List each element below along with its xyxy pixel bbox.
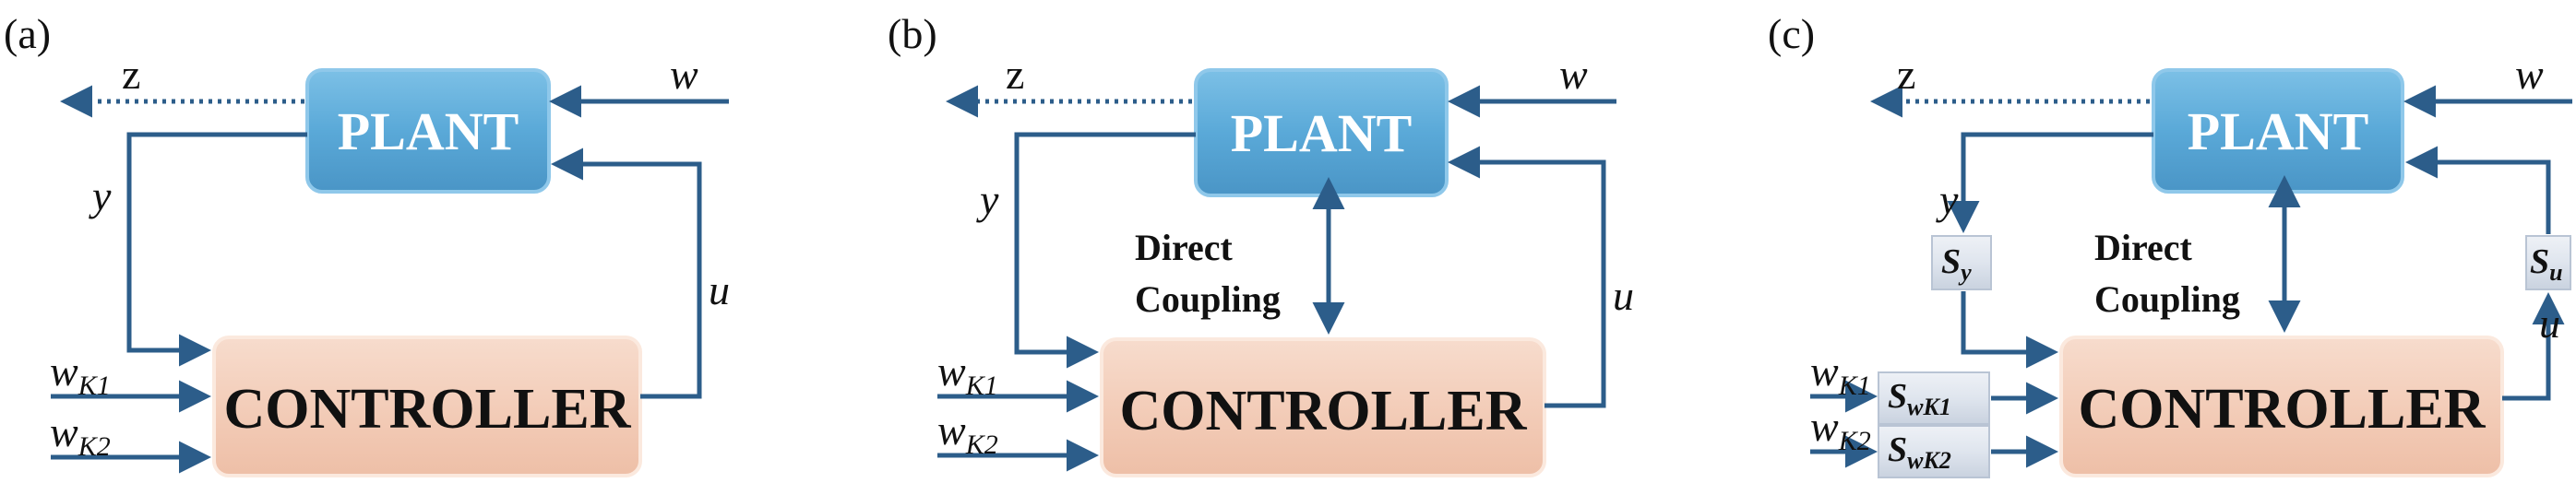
plant-label: PLANT	[338, 101, 519, 161]
swk2-label: SwK2	[1888, 430, 1951, 474]
y-label: y	[89, 172, 112, 219]
controller-block: CONTROLLER	[1100, 337, 1546, 477]
panel-c: (c) PLANT CONTROLLER Sy Su SwK1 SwK2	[1768, 10, 2572, 478]
y-to-sy-wire	[1947, 132, 2153, 233]
wk1-label: wK1	[937, 348, 998, 401]
wk2-label: wK2	[50, 408, 111, 462]
scaling-block-swk2: SwK2	[1878, 425, 1990, 478]
controller-block: CONTROLLER	[212, 336, 642, 477]
sy-label: Sy	[1941, 242, 1972, 286]
y-feedback-wire	[126, 132, 307, 367]
panel-label: (b)	[888, 10, 937, 57]
u-control-wire	[1448, 146, 1606, 408]
controller-label: CONTROLLER	[1120, 380, 1528, 442]
panel-a: (a) PLANT CONTROLLER z w y u wK1 wK2	[4, 10, 730, 477]
coupling-label-line2: Coupling	[2094, 278, 2240, 320]
w-label: w	[2515, 51, 2544, 98]
panel-b: (b) PLANT CONTROLLER z w y u Direct Coup…	[888, 10, 1634, 477]
plant-label: PLANT	[1231, 103, 1413, 163]
w-label: w	[1559, 51, 1588, 98]
panel-label: (a)	[4, 10, 51, 57]
plant-block: PLANT	[1194, 68, 1449, 197]
u-label: u	[1613, 272, 1634, 319]
z-label: z	[1897, 51, 1915, 98]
controller-label: CONTROLLER	[2079, 378, 2487, 441]
controller-label: CONTROLLER	[224, 378, 632, 441]
wk2-label: wK2	[1810, 403, 1871, 456]
wk2-label: wK2	[937, 406, 998, 460]
w-label: w	[670, 51, 698, 98]
u-control-wire	[551, 147, 702, 399]
coupling-label-line1: Direct	[2094, 227, 2193, 268]
y-label: y	[976, 176, 999, 223]
plant-block: PLANT	[2152, 68, 2404, 194]
swk1-label: SwK1	[1888, 377, 1951, 420]
scaling-block-swk1: SwK1	[1878, 371, 1990, 425]
u-label: u	[709, 266, 730, 313]
coupling-label-line2: Coupling	[1135, 278, 1281, 320]
panel-label: (c)	[1768, 10, 1815, 57]
plant-block: PLANT	[305, 68, 551, 194]
plant-label: PLANT	[2188, 101, 2369, 161]
coupling-label-line1: Direct	[1135, 227, 1234, 268]
y-feedback-wire	[1014, 132, 1196, 369]
su-to-plant-wire	[2405, 146, 2551, 234]
u-label: u	[2539, 300, 2560, 347]
sy-to-controller-wire	[1961, 291, 2058, 369]
z-label: z	[1006, 51, 1024, 98]
controller-block: CONTROLLER	[2059, 336, 2504, 477]
y-label: y	[1936, 176, 1959, 223]
controller-to-su-wire	[2502, 292, 2565, 401]
wk1-label: wK1	[1810, 348, 1871, 401]
scaling-block-sy: Sy	[1931, 235, 1992, 290]
su-label: Su	[2530, 242, 2563, 286]
wk1-label: wK1	[50, 348, 111, 401]
z-label: z	[122, 51, 140, 98]
scaling-block-su-box: Su	[2525, 235, 2571, 290]
